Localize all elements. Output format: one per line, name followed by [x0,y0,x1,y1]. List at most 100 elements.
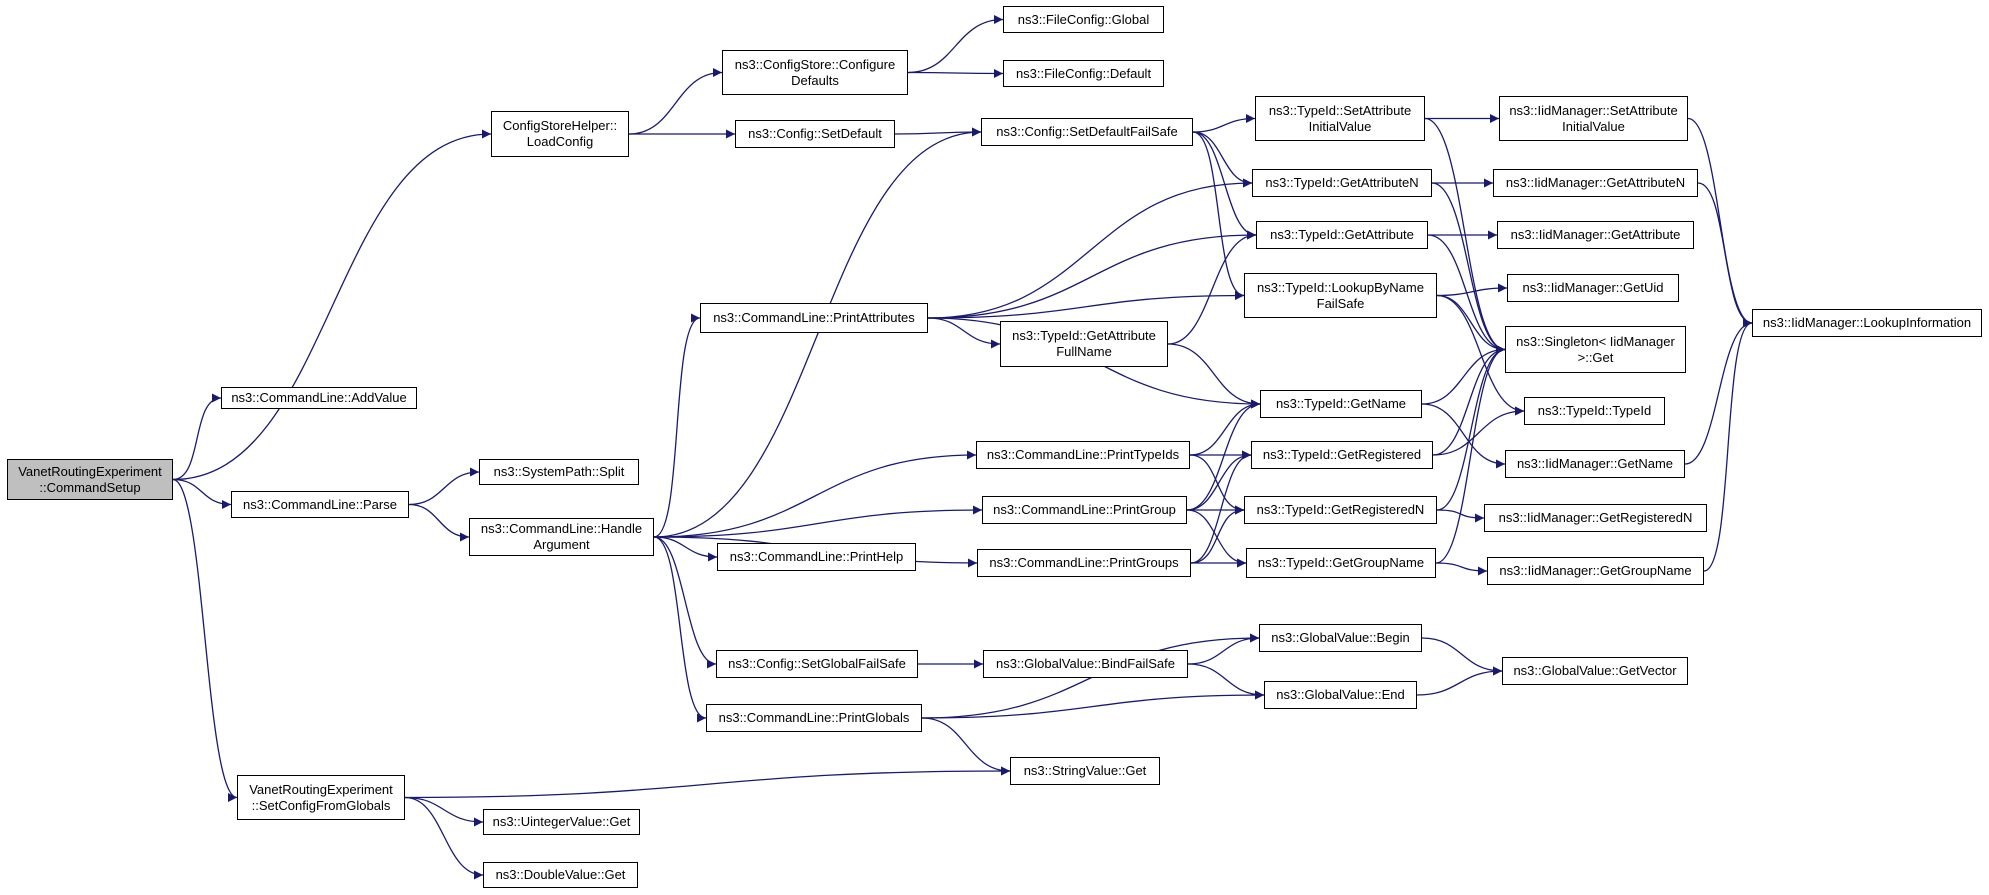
node-commandline-printhelp[interactable]: ns3::CommandLine::PrintHelp [717,543,916,571]
node-typeid-getattributefullname[interactable]: ns3::TypeId::GetAttribute FullName [1000,321,1168,367]
node-doublevalue-get[interactable]: ns3::DoubleValue::Get [483,862,638,888]
node-commandline-addvalue[interactable]: ns3::CommandLine::AddValue [221,387,417,409]
node-stringvalue-get[interactable]: ns3::StringValue::Get [1010,757,1160,785]
node-label: ns3::TypeId::GetGroupName [1257,555,1425,570]
node-typeid-getname[interactable]: ns3::TypeId::GetName [1260,390,1422,418]
node-commandline-printtypeids[interactable]: ns3::CommandLine::PrintTypeIds [976,441,1190,469]
node-label: ns3::CommandLine::AddValue [231,390,407,405]
node-configstorehelper-loadconfig[interactable]: ConfigStoreHelper:: LoadConfig [491,111,629,157]
edge-gv_bindfs-to-gv_end [1187,663,1265,700]
node-iidmanager-getattribute[interactable]: ns3::IidManager::GetAttribute [1497,221,1694,249]
edge-gv_begin-to-gv_getvector [1421,637,1503,676]
node-commandline-printgroups[interactable]: ns3::CommandLine::PrintGroups [977,549,1191,577]
node-label-line2: ::SetConfigFromGlobals [251,797,391,813]
node-config-setglobalfailsafe[interactable]: ns3::Config::SetGlobalFailSafe [716,650,918,678]
node-label: ns3::GlobalValue::End [1276,687,1405,702]
node-label: ns3::CommandLine::PrintGroups [989,555,1179,570]
node-iidmanager-setattributeinitialvalue[interactable]: ns3::IidManager::SetAttribute InitialVal… [1499,96,1688,141]
edge-cmd_printattr-to-tid_lookupbyname [927,290,1245,319]
node-label: ns3::CommandLine::PrintAttributes [713,310,915,325]
edge-cmd_handle-to-cmd_printglobals [653,536,707,723]
node-iidmanager-getname[interactable]: ns3::IidManager::GetName [1505,450,1685,478]
node-iidmanager-getattributen[interactable]: ns3::IidManager::GetAttributeN [1493,169,1698,197]
node-fileconfig-global[interactable]: ns3::FileConfig::Global [1003,6,1164,33]
edge-cmd_printgroups-to-tid_getregisteredn [1190,505,1245,564]
edge-cmd_printattr-to-tid_getattrn [927,178,1253,319]
edge-cmd_parse-to-sp_split [408,467,480,506]
node-typeid-getattribute[interactable]: ns3::TypeId::GetAttribute [1256,221,1428,249]
node-label-line1: VanetRoutingExperiment [18,463,162,479]
node-label: ns3::TypeId::GetRegistered [1262,447,1422,462]
node-typeid-getregistered[interactable]: ns3::TypeId::GetRegistered [1251,441,1433,469]
node-typeid-getattributen[interactable]: ns3::TypeId::GetAttributeN [1252,169,1432,197]
edge-iid_getname-to-iid_lookupinfo [1684,318,1753,465]
node-typeid-getgroupname[interactable]: ns3::TypeId::GetGroupName [1246,548,1436,578]
edge-root-to-vre_setconfig [172,478,238,802]
node-label: ns3::TypeId::TypeId [1537,403,1652,418]
node-label: ns3::StringValue::Get [1023,763,1147,778]
node-commandline-handleargument[interactable]: ns3::CommandLine::Handle Argument [469,518,654,556]
node-commandline-printgroup[interactable]: ns3::CommandLine::PrintGroup [982,496,1187,524]
node-typeid-typeid[interactable]: ns3::TypeId::TypeId [1524,397,1665,425]
node-label: ns3::IidManager::GetGroupName [1499,563,1692,578]
edge-iid_getgroupname-to-iid_lookupinfo [1703,318,1753,572]
node-fileconfig-default[interactable]: ns3::FileConfig::Default [1003,60,1164,87]
edge-tid_getregistered-to-tid_typeid [1432,406,1525,456]
edge-cmd_printgroup-to-tid_getregistered [1186,450,1252,511]
node-typeid-setattributeinitialvalue[interactable]: ns3::TypeId::SetAttribute InitialValue [1255,96,1425,141]
node-label-line1: ns3::IidManager::SetAttribute [1509,102,1678,118]
node-label: ns3::Config::SetDefaultFailSafe [996,124,1178,139]
node-label: ns3::IidManager::LookupInformation [1762,315,1972,330]
node-label: ns3::GlobalValue::GetVector [1513,663,1677,678]
node-label-line1: VanetRoutingExperiment [249,781,393,797]
edge-cmd_printtypeids-to-tid_getregisteredn [1189,454,1245,515]
node-globalvalue-getvector[interactable]: ns3::GlobalValue::GetVector [1502,657,1688,685]
edge-iid_setattrinit-to-iid_lookupinfo [1687,117,1753,328]
edge-tid_setattrinit-to-singleton_get [1424,117,1506,354]
node-singleton-iidmanager-get[interactable]: ns3::Singleton< IidManager >::Get [1505,326,1686,373]
node-globalvalue-begin[interactable]: ns3::GlobalValue::Begin [1259,624,1422,652]
edge-config_setdefault-to-config_setdefaultfs [894,127,982,137]
node-config-setdefaultfailsafe[interactable]: ns3::Config::SetDefaultFailSafe [981,118,1193,146]
node-label: ns3::TypeId::GetRegisteredN [1256,502,1425,517]
node-commandline-printattributes[interactable]: ns3::CommandLine::PrintAttributes [700,303,928,333]
node-commandline-parse[interactable]: ns3::CommandLine::Parse [231,491,409,518]
edge-tid_getattrfullname-to-tid_getname [1167,343,1261,409]
node-label: ns3::IidManager::GetRegisteredN [1498,510,1693,525]
edge-config_setdefaultfs-to-tid_getattr [1192,131,1257,240]
node-label-line1: ns3::Singleton< IidManager [1516,333,1675,349]
node-globalvalue-bindfailsafe[interactable]: ns3::GlobalValue::BindFailSafe [983,650,1188,678]
node-configstore-configuredefaults[interactable]: ns3::ConfigStore::Configure Defaults [722,50,908,95]
edge-tid_getgroupname-to-singleton_get [1435,345,1506,564]
node-typeid-lookupbynamefailsafe[interactable]: ns3::TypeId::LookupByName FailSafe [1244,273,1437,318]
node-commandline-printglobals[interactable]: ns3::CommandLine::PrintGlobals [706,704,922,732]
node-vanetroutingexperiment-setconfigfromglobals[interactable]: VanetRoutingExperiment ::SetConfigFromGl… [237,775,405,820]
node-iidmanager-getuid[interactable]: ns3::IidManager::GetUid [1507,274,1679,302]
edge-cmd_parse-to-cmd_handle [408,503,470,542]
edge-tid_getregistered-to-singleton_get [1432,344,1506,456]
edge-config_setdefaultfs-to-tid_lookupbyname [1192,131,1245,301]
edge-tid_getgroupname-to-iid_getgroupname [1435,562,1488,576]
node-label: ns3::IidManager::GetAttributeN [1505,175,1686,190]
node-systempath-split[interactable]: ns3::SystemPath::Split [479,459,639,485]
node-config-setdefault[interactable]: ns3::Config::SetDefault [735,120,895,148]
node-label-line2: Argument [533,537,590,552]
edge-root-to-cmd_addvalue [172,393,222,481]
node-iidmanager-getregisteredn[interactable]: ns3::IidManager::GetRegisteredN [1484,504,1707,532]
edge-tid_lookupbyname-to-tid_typeid [1436,294,1525,416]
node-label: ns3::IidManager::GetName [1516,456,1674,471]
edge-cmd_printgroups-to-tid_getregistered [1190,450,1252,564]
edge-cmd_printattr-to-tid_getattrfullname [927,317,1001,349]
edge-cmd_handle-to-cmd_printtypeids [653,450,977,538]
node-uintegervalue-get[interactable]: ns3::UintegerValue::Get [483,809,640,835]
node-label-line1: ns3::ConfigStore::Configure [734,56,896,72]
node-label: ns3::GlobalValue::Begin [1271,630,1410,645]
edge-cmd_printattr-to-tid_getattr [927,230,1257,319]
node-label-line2: InitialValue [1562,118,1625,134]
node-iidmanager-getgroupname[interactable]: ns3::IidManager::GetGroupName [1487,557,1704,585]
node-globalvalue-end[interactable]: ns3::GlobalValue::End [1264,681,1417,709]
node-label: ns3::FileConfig::Default [1015,65,1152,81]
node-iidmanager-lookupinformation[interactable]: ns3::IidManager::LookupInformation [1752,309,1982,337]
node-typeid-getregisteredn[interactable]: ns3::TypeId::GetRegisteredN [1244,496,1437,524]
